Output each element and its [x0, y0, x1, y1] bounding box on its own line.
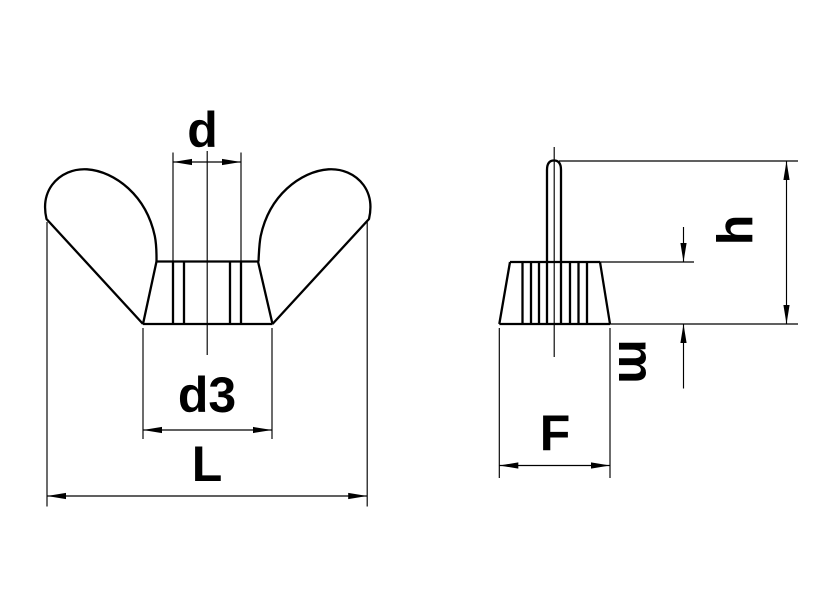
arrowhead-left-icon: [47, 492, 66, 500]
arrowhead-right-icon: [253, 426, 272, 434]
dimension-h: h: [559, 160, 798, 325]
right-wing-outline: [257, 168, 372, 325]
left-wing-outline: [44, 168, 158, 325]
arrowhead-down-icon: [680, 243, 687, 262]
extension-lines-d: [172, 152, 242, 262]
dimension-d: d: [172, 102, 242, 262]
arrowhead-left-icon: [143, 426, 162, 434]
dimension-label-m: m: [608, 339, 664, 383]
arrowhead-right-icon: [591, 462, 610, 469]
dimension-m: m: [600, 227, 694, 389]
dimension-d3: d3: [142, 328, 273, 439]
side-view: h m F: [498, 147, 798, 478]
dimension-label-h: h: [708, 215, 764, 246]
arrowhead-up-icon: [680, 324, 687, 343]
extension-lines-L: [46, 222, 368, 507]
dimension-L: L: [46, 222, 368, 507]
arrowhead-up-icon: [783, 161, 790, 180]
dimension-label-d3: d3: [178, 367, 236, 423]
extension-lines-d3: [142, 328, 273, 439]
front-view: d d3 L: [44, 102, 372, 507]
arrowhead-left-icon: [499, 462, 519, 469]
dimension-label-F: F: [540, 405, 571, 461]
dimension-label-L: L: [192, 436, 223, 492]
arrowhead-right-icon: [222, 158, 241, 166]
thread-lines-front: [171, 261, 243, 324]
dimension-label-d: d: [187, 102, 218, 158]
arrowhead-left-icon: [173, 158, 192, 166]
arrowhead-right-icon: [348, 492, 368, 500]
arrowhead-down-icon: [783, 305, 790, 324]
thread-lines-side: [521, 262, 589, 324]
dimension-F: F: [498, 328, 611, 478]
extension-lines-F: [498, 328, 611, 478]
